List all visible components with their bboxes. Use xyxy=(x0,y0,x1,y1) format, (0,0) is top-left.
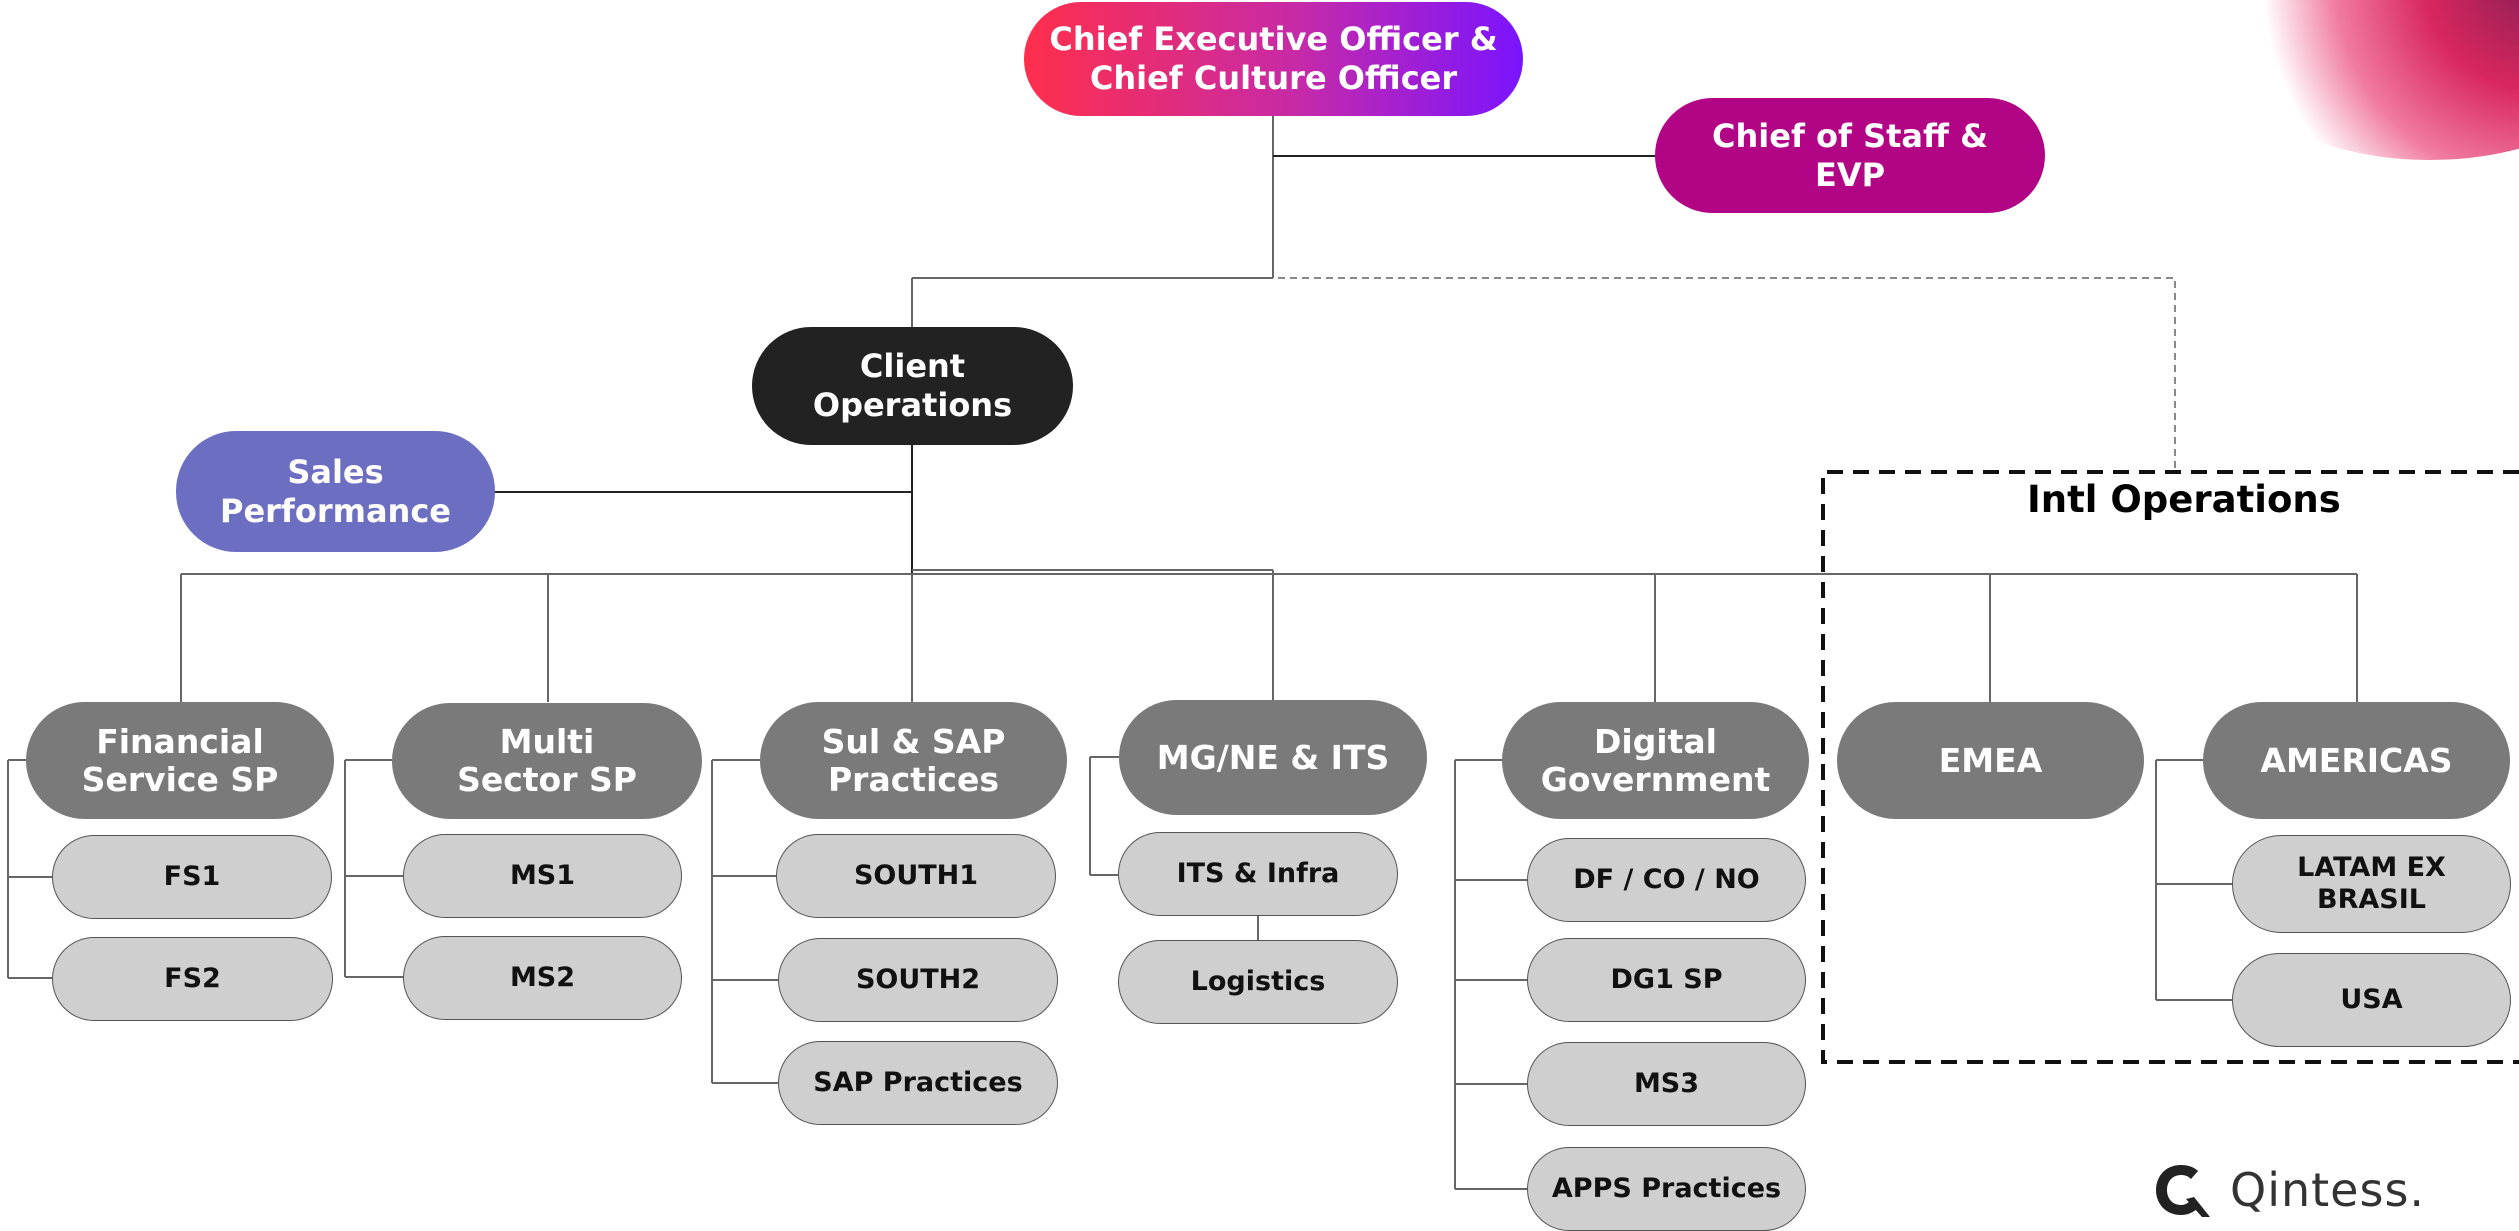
ceo-node: Chief Executive Officer & Chief Culture … xyxy=(1024,2,1523,116)
sub-ms1: MS1 xyxy=(403,834,682,918)
qintess-logo-text: Qintess. xyxy=(2230,1163,2426,1217)
sub-latam-ex-brasil: LATAM EX BRASIL xyxy=(2232,835,2511,933)
sub-logistics: Logistics xyxy=(1118,940,1398,1024)
sub-usa: USA xyxy=(2232,953,2511,1047)
sales-performance-node: Sales Performance xyxy=(176,431,495,552)
sub-ms3: MS3 xyxy=(1527,1042,1806,1126)
qintess-logo: Qintess. xyxy=(2150,1160,2425,1220)
sub-south1: SOUTH1 xyxy=(776,834,1056,918)
intl-operations-title: Intl Operations xyxy=(2027,478,2341,521)
sub-dg1-sp: DG1 SP xyxy=(1527,938,1806,1022)
chief-of-staff-node: Chief of Staff & EVP xyxy=(1655,98,2045,213)
sub-its-infra: ITS & Infra xyxy=(1118,832,1398,916)
sub-ms2: MS2 xyxy=(403,936,682,1020)
dept-financial-service: Financial Service SP xyxy=(26,702,334,819)
dept-sul-sap: Sul & SAP Practices xyxy=(760,702,1067,819)
sub-apps-practices: APPS Practices xyxy=(1527,1147,1806,1231)
dept-americas: AMERICAS xyxy=(2203,702,2510,819)
sub-south2: SOUTH2 xyxy=(778,938,1058,1022)
sub-fs1: FS1 xyxy=(52,835,332,919)
sub-df-co-no: DF / CO / NO xyxy=(1527,838,1806,922)
dept-multi-sector: Multi Sector SP xyxy=(392,703,702,819)
dept-mg-ne-its: MG/NE & ITS xyxy=(1119,700,1427,815)
sub-fs2: FS2 xyxy=(52,937,333,1021)
dept-digital-government: Digital Government xyxy=(1502,702,1809,819)
qintess-logo-icon xyxy=(2156,1165,2210,1217)
client-operations-node: Client Operations xyxy=(752,327,1073,445)
sub-sap-practices: SAP Practices xyxy=(778,1041,1058,1125)
dept-emea: EMEA xyxy=(1837,702,2144,819)
